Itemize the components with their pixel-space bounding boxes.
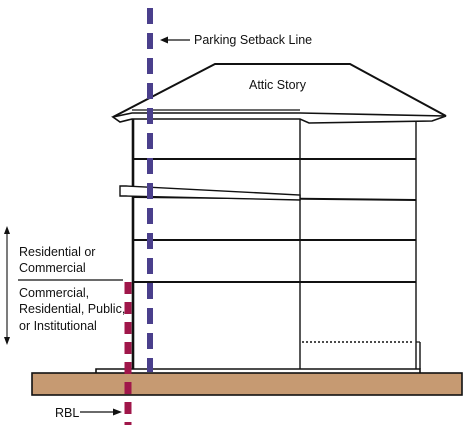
lower-use-label-1: Commercial,	[19, 286, 89, 300]
roof-outline	[112, 63, 447, 118]
rbl-arrowhead	[113, 408, 122, 416]
parking-setback-arrowhead	[160, 36, 168, 44]
parking-setback-label: Parking Setback Line	[194, 33, 312, 47]
foundation-step	[95, 368, 421, 373]
ground-slab	[31, 372, 463, 396]
attic-label: Attic Story	[249, 78, 307, 92]
rbl-label: RBL	[55, 406, 79, 420]
lower-use-label-2: Residential, Public,	[19, 302, 125, 316]
use-arrow-down	[4, 337, 10, 345]
use-arrow-up	[4, 226, 10, 234]
balcony-slab	[119, 185, 301, 201]
upper-use-label-1: Residential or	[19, 245, 95, 259]
upper-use-label-2: Commercial	[19, 261, 86, 275]
roof-eave	[111, 112, 447, 124]
lower-use-label-3: or Institutional	[19, 319, 97, 333]
